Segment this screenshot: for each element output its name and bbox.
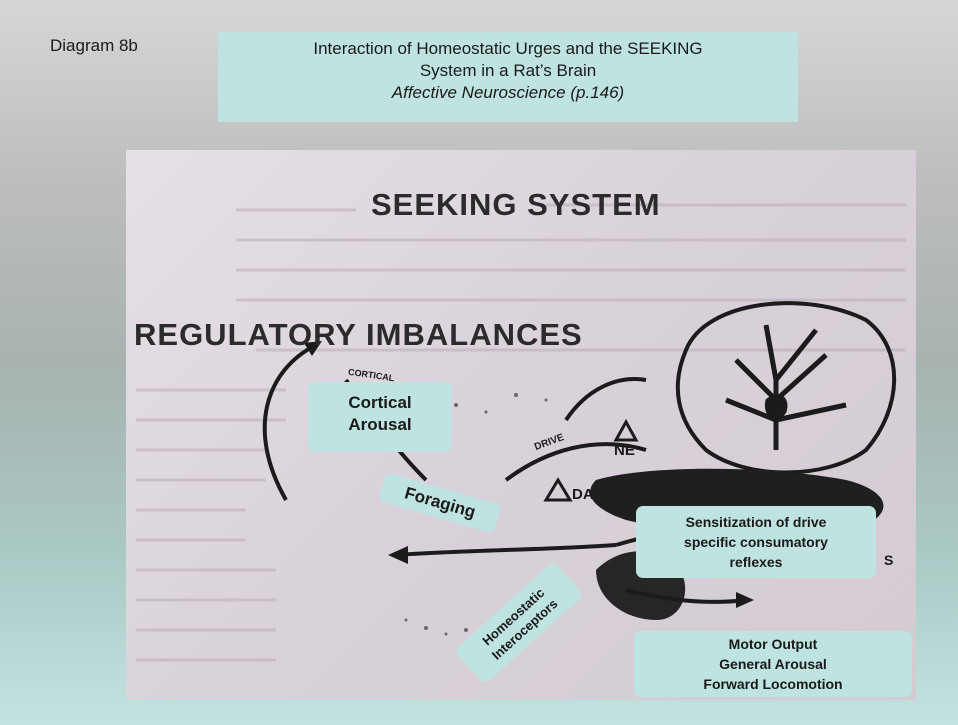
callout-sensitization: Sensitization of drive specific consumat… bbox=[636, 506, 876, 578]
heading-regulatory-imbalances: REGULATORY IMBALANCES bbox=[134, 317, 583, 353]
title-line-3: Affective Neuroscience (p.146) bbox=[218, 82, 798, 104]
tag-ne: NE bbox=[614, 442, 635, 459]
callout-sensitization-line-2: specific consumatory bbox=[636, 532, 876, 552]
heading-seeking-system: SEEKING SYSTEM bbox=[371, 187, 661, 223]
callout-cortical-line-2: Arousal bbox=[308, 414, 452, 436]
callout-sensitization-line-1: Sensitization of drive bbox=[636, 512, 876, 532]
tag-da: DA bbox=[572, 486, 594, 503]
title-line-2: System in a Rat’s Brain bbox=[218, 60, 798, 82]
title-box: Interaction of Homeostatic Urges and the… bbox=[218, 32, 798, 122]
slide-label: Diagram 8b bbox=[50, 36, 138, 56]
callout-motor-output: Motor Output General Arousal Forward Loc… bbox=[634, 631, 912, 697]
cerebellum-shape bbox=[678, 303, 894, 472]
callout-sensitization-line-3: reflexes bbox=[636, 552, 876, 572]
title-line-1: Interaction of Homeostatic Urges and the… bbox=[218, 38, 798, 60]
callout-motor-line-1: Motor Output bbox=[634, 634, 912, 654]
tag-s: S bbox=[884, 552, 893, 568]
callout-motor-line-2: General Arousal bbox=[634, 654, 912, 674]
callout-cortical-line-1: Cortical bbox=[308, 392, 452, 414]
callout-motor-line-3: Forward Locomotion bbox=[634, 674, 912, 694]
callout-cortical-arousal: Cortical Arousal bbox=[308, 382, 452, 452]
